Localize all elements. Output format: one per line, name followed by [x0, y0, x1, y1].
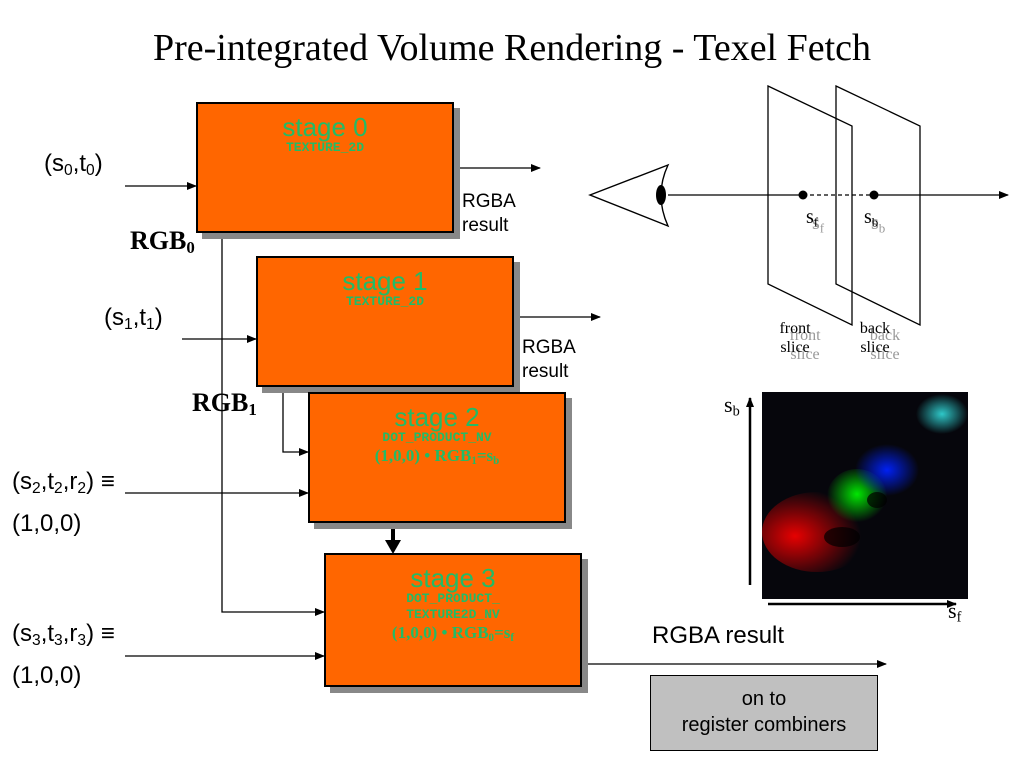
stage-1-name: stage 1 [342, 266, 428, 296]
stage-1-box: stage 1 TEXTURE_2D [256, 256, 514, 387]
sb-label: sb [864, 206, 879, 230]
slide-title: Pre-integrated Volume Rendering - Texel … [152, 27, 872, 69]
stage-3-type-line1: DOT_PRODUCT_ [406, 591, 500, 606]
input-label-3-value: (1,0,0) [12, 662, 82, 689]
stage-0-type: TEXTURE_2D [285, 140, 364, 155]
preintegration-lookup-table [762, 392, 968, 599]
input-label-1: (s1,t1) [104, 304, 163, 333]
sf-label-shadow: sf [812, 212, 825, 236]
input-label-2: (s2,t2,r2) ≡ [12, 468, 115, 497]
rgb1-label: RGB1 [192, 388, 257, 420]
input-label-0: (s0,t0) [44, 150, 103, 179]
stage-0-box: stage 0 TEXTURE_2D [196, 102, 454, 233]
stage-2-op: (1,0,0) • RGB1=sb [374, 446, 500, 467]
stage-0-name: stage 0 [282, 112, 368, 142]
lut-x-axis-label: sf [948, 598, 962, 626]
sf-label: sf [806, 206, 819, 230]
register-combiners-box: on to register combiners [650, 675, 878, 751]
input-label-3: (s3,t3,r3) ≡ [12, 620, 115, 649]
back-sample-point [869, 190, 879, 200]
stage-3-name: stage 3 [410, 563, 496, 593]
lut-y-axis-label: sb [724, 392, 740, 420]
stage-3-type-line2: TEXTURE2D_NV [406, 607, 500, 622]
input-label-2-value: (1,0,0) [12, 510, 82, 537]
lut-gradient [762, 392, 968, 599]
stage-2-type: DOT_PRODUCT_NV [382, 430, 492, 445]
front-sample-point [798, 190, 808, 200]
eye-icon [588, 163, 670, 228]
stage-1-type: TEXTURE_2D [345, 294, 424, 309]
rgb0-path [221, 233, 325, 616]
register-line1: on to [741, 688, 787, 710]
front-slice-plane [767, 84, 853, 327]
stage-2-box: stage 2 DOT_PRODUCT_NV (1,0,0) • RGB1=sb [308, 392, 566, 523]
final-result-label: RGBA result [652, 622, 785, 649]
register-line2: register combiners [681, 714, 847, 736]
stage-3-op: (1,0,0) • RGB0=sf [391, 623, 515, 644]
stage-3-box: stage 3 DOT_PRODUCT_ TEXTURE2D_NV (1,0,0… [324, 553, 582, 687]
rgb1-path [282, 386, 309, 456]
stage-2-name: stage 2 [394, 402, 480, 432]
rgb0-label: RGB0 [130, 226, 195, 258]
sb-label-shadow: sb [871, 212, 886, 236]
